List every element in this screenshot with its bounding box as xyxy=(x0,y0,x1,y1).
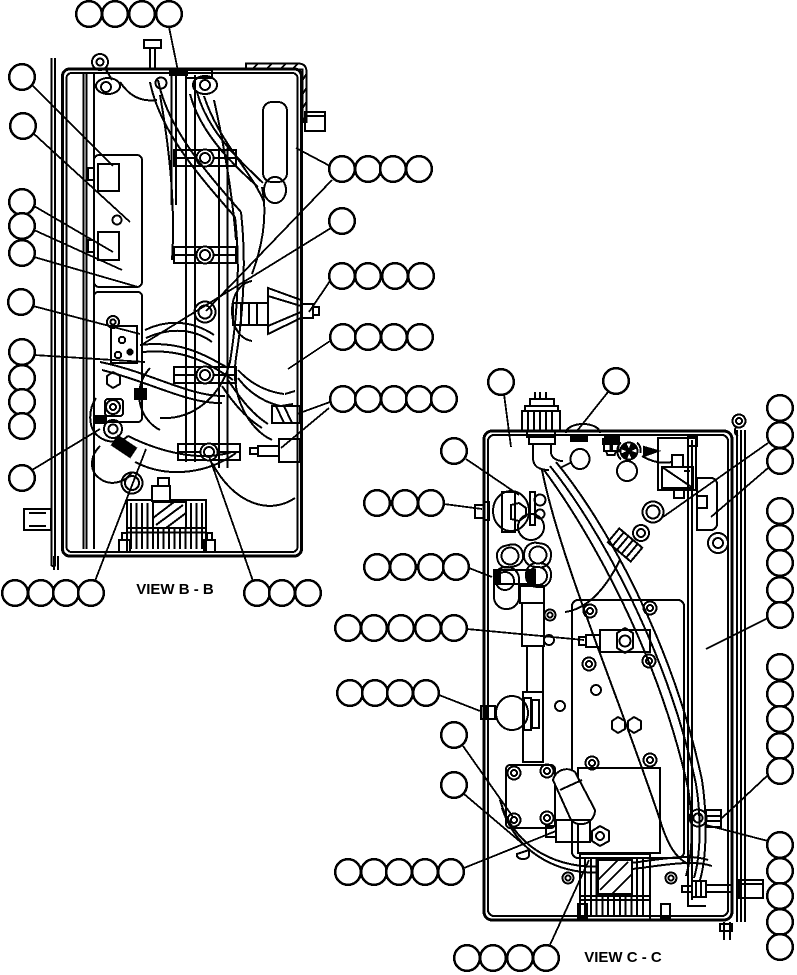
svg-text:VIEW B - B: VIEW B - B xyxy=(136,581,214,598)
svg-text:VIEW C - C: VIEW C - C xyxy=(584,949,662,966)
